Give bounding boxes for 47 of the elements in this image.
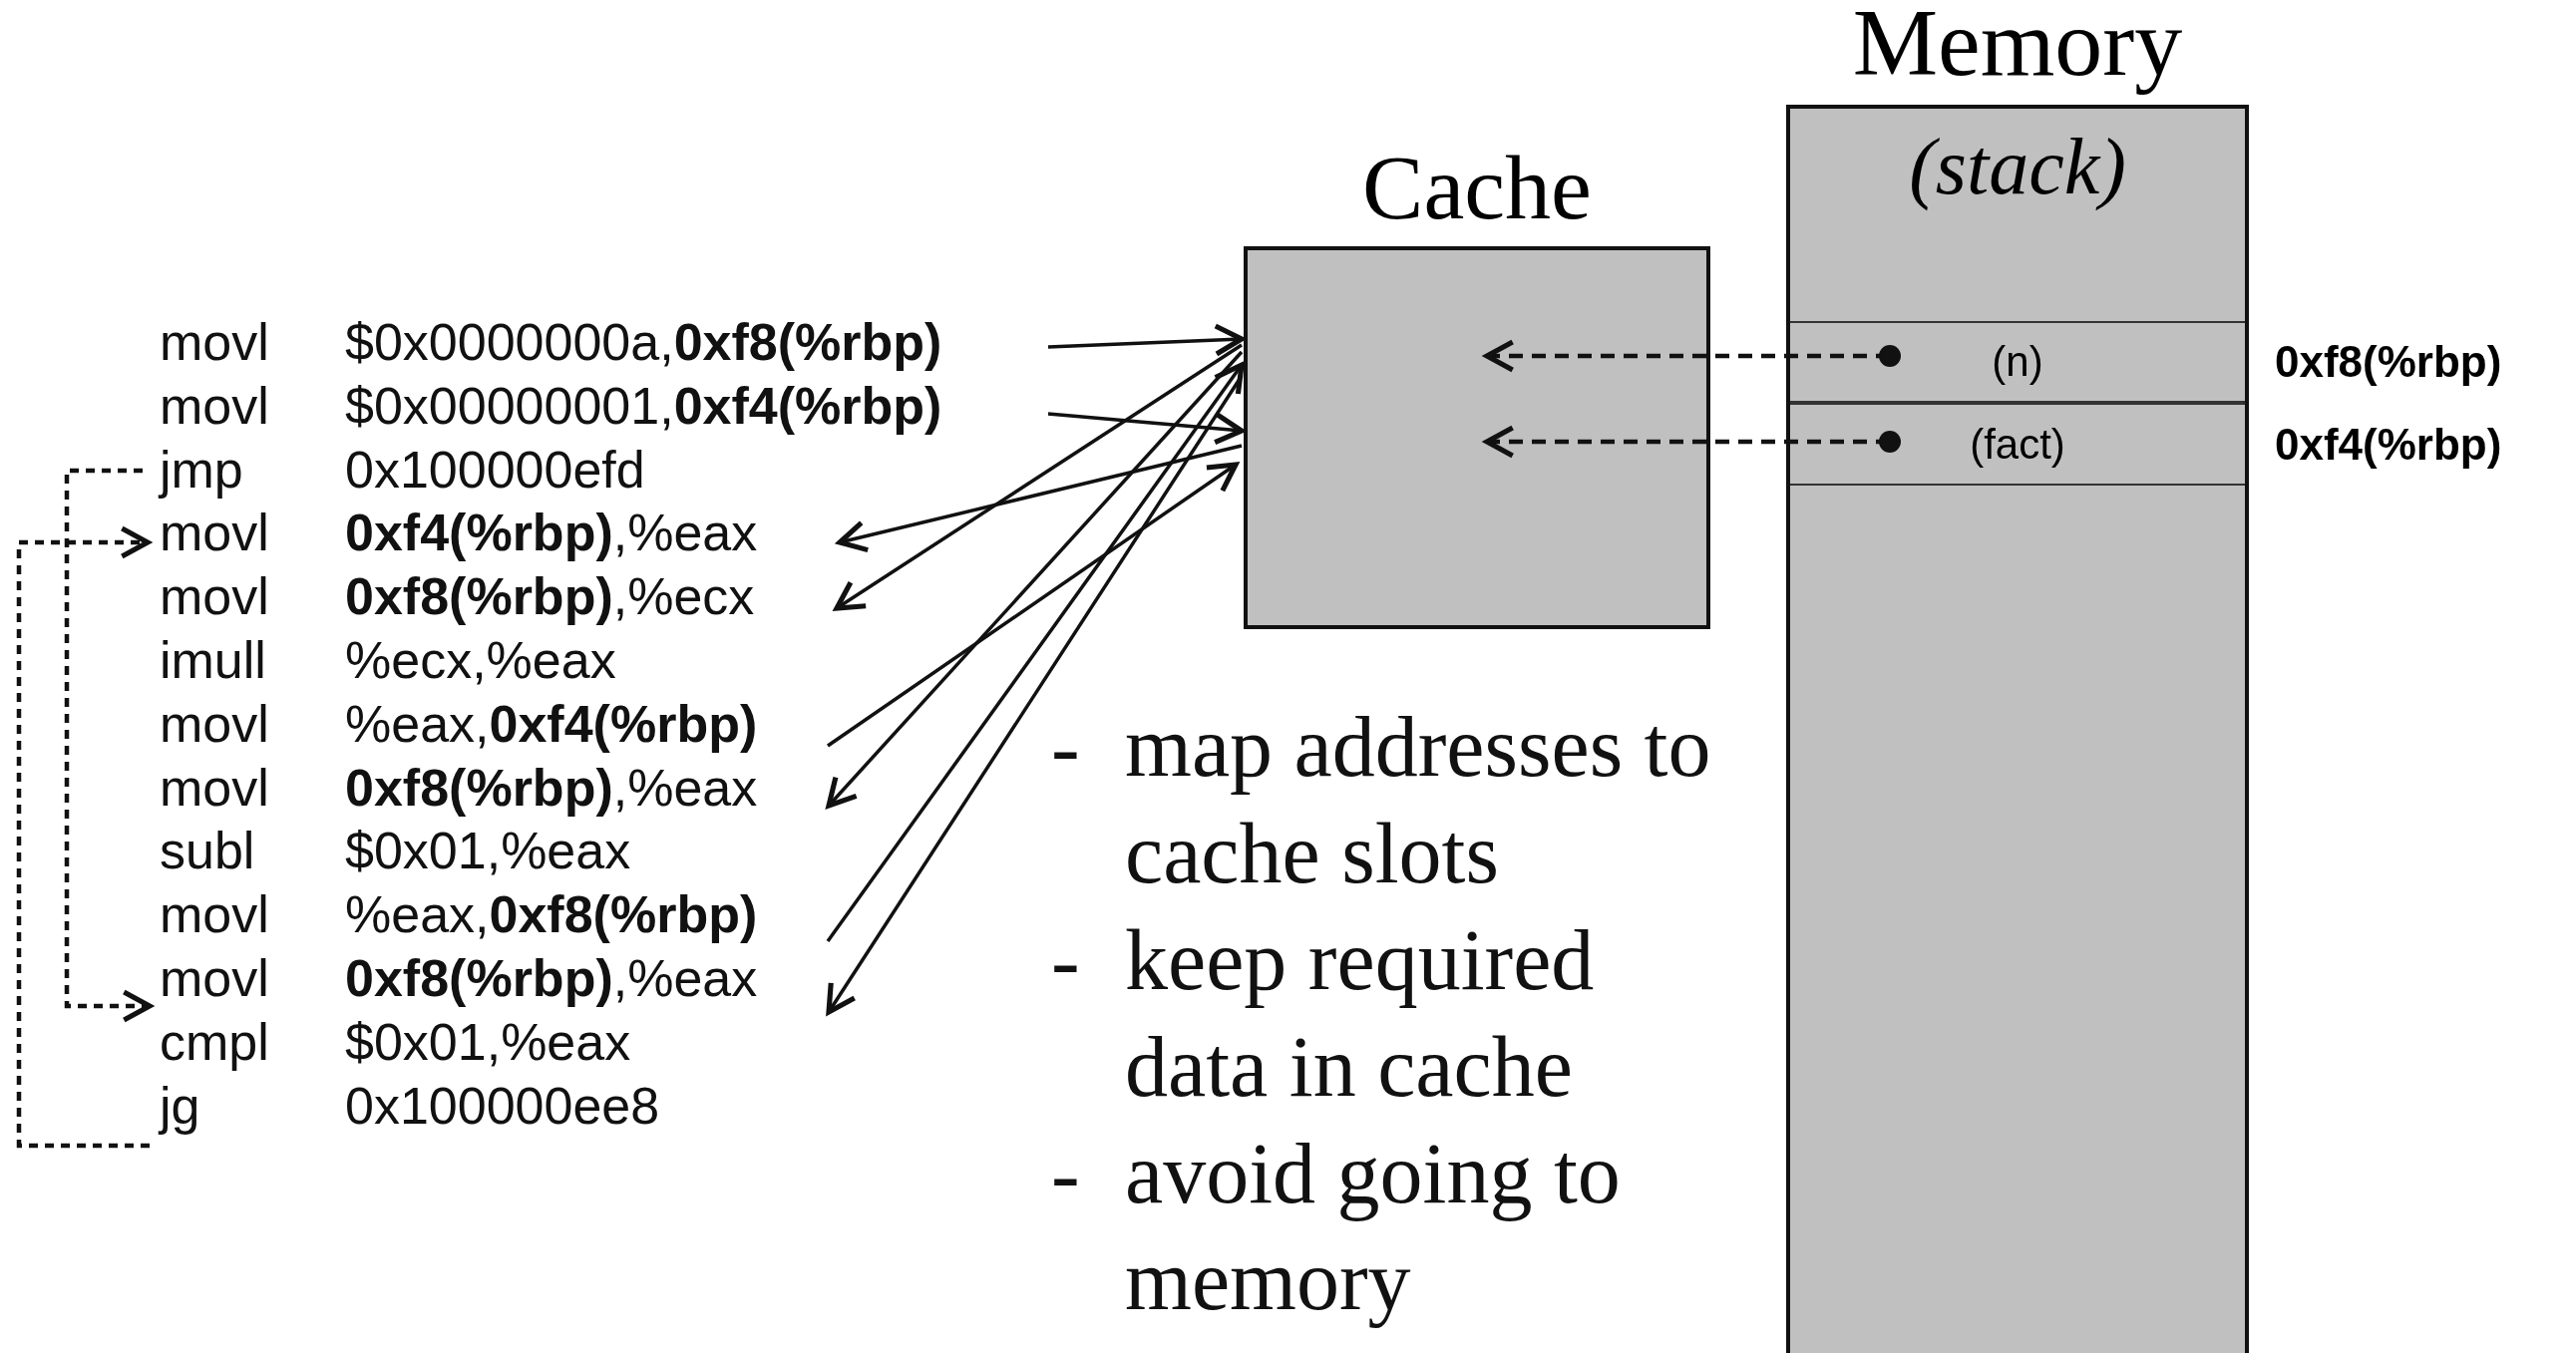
arrow	[827, 462, 1239, 748]
instruction-mnemonic: movl	[160, 757, 270, 819]
dashed-arrow	[16, 525, 151, 1149]
instruction-mnemonic: movl	[160, 884, 270, 946]
instruction-mnemonic: movl	[160, 312, 270, 373]
arrow	[1047, 323, 1245, 357]
instruction-operand: 0xf8(%rbp),%ecx	[345, 566, 755, 628]
box-title: Cache	[1362, 138, 1592, 239]
instruction-mnemonic: imull	[160, 630, 267, 691]
instruction-operand: $0x01,%eax	[345, 821, 631, 882]
instruction-operand: %ecx,%eax	[345, 630, 616, 691]
arrow	[1047, 412, 1245, 446]
box-subtitle: (stack)	[1909, 123, 2126, 210]
instruction-operand: %eax,0xf8(%rbp)	[345, 884, 758, 946]
instruction-mnemonic: movl	[160, 503, 270, 564]
instruction-operand: 0xf8(%rbp),%eax	[345, 948, 758, 1009]
dashed-arrow	[1484, 339, 1901, 373]
instruction-mnemonic: jmp	[160, 439, 244, 501]
instruction-mnemonic: subl	[160, 821, 256, 882]
instruction-mnemonic: movl	[160, 566, 270, 628]
bullet-note: avoid going to memory	[1125, 1126, 1621, 1328]
box-title: Memory	[1852, 0, 2183, 96]
arrow	[826, 350, 1244, 809]
slot-label: (fact)	[1970, 420, 2065, 469]
bullet-dash: -	[1051, 698, 1080, 797]
instruction-operand: 0xf4(%rbp),%eax	[345, 503, 758, 564]
instruction-operand: $0x0000000a,0xf8(%rbp)	[345, 312, 942, 373]
instruction-operand: $0x01,%eax	[345, 1011, 631, 1073]
instruction-operand: %eax,0xf4(%rbp)	[345, 693, 758, 755]
instruction-operand: 0x100000ee8	[345, 1075, 660, 1137]
address-label: 0xf4(%rbp)	[2275, 419, 2502, 470]
slot-label: (n)	[1992, 338, 2043, 386]
instruction-mnemonic: cmpl	[160, 1011, 270, 1073]
bullet-dash: -	[1051, 1125, 1080, 1223]
instruction-operand: $0x00000001,0xf4(%rbp)	[345, 375, 942, 437]
instruction-operand: 0xf8(%rbp),%eax	[345, 757, 758, 819]
instruction-mnemonic: movl	[160, 948, 270, 1009]
instruction-mnemonic: movl	[160, 693, 270, 755]
arrow	[834, 343, 1243, 611]
arrow	[837, 444, 1243, 553]
bullet-dash: -	[1051, 911, 1080, 1010]
instruction-mnemonic: movl	[160, 375, 270, 437]
instruction-operand: 0x100000efd	[345, 439, 645, 501]
dashed-arrow	[64, 468, 153, 1023]
instruction-mnemonic: jg	[160, 1075, 201, 1137]
dashed-arrow	[1484, 425, 1901, 459]
address-label: 0xf8(%rbp)	[2275, 337, 2502, 387]
